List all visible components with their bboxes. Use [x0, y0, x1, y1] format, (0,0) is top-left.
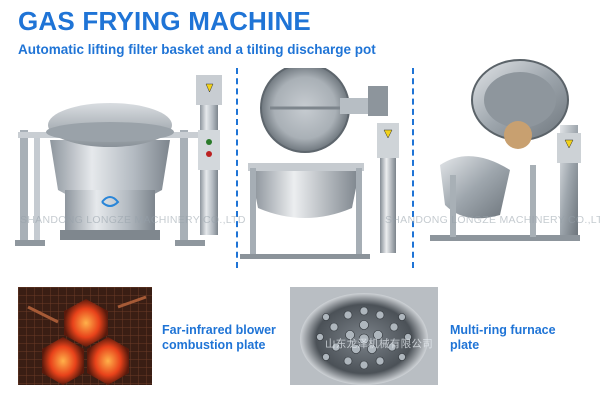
- page-title: GAS FRYING MACHINE: [18, 6, 311, 36]
- caption-blower-plate: Far-infrared blower combustion plate: [162, 323, 276, 353]
- caption-furnace-plate: Multi-ring furnace plate: [450, 323, 556, 353]
- divider-left: [236, 68, 238, 268]
- machine-photo-tilted: [420, 55, 595, 255]
- blower-combustion-plate-photo: [18, 287, 152, 385]
- machine-photo-lid-open: [240, 68, 410, 268]
- watermark-photo-cn: 山东龙泽机械有限公司: [325, 338, 433, 350]
- watermark-left: SHANDONG LONGZE MACHINERY CO.,LTD: [20, 214, 246, 226]
- caption-furnace-line1: Multi-ring furnace: [450, 323, 556, 337]
- divider-right: [412, 68, 414, 268]
- page-subtitle: Automatic lifting filter basket and a ti…: [18, 42, 376, 57]
- watermark-right: SHANDONG LONGZE MACHINERY CO.,LTD: [385, 214, 600, 226]
- machine-photo-closed: [10, 70, 230, 260]
- caption-blower-line1: Far-infrared blower: [162, 323, 276, 337]
- multi-ring-furnace-plate-photo: [290, 287, 438, 385]
- caption-furnace-line2: plate: [450, 338, 480, 352]
- caption-blower-line2: combustion plate: [162, 338, 266, 352]
